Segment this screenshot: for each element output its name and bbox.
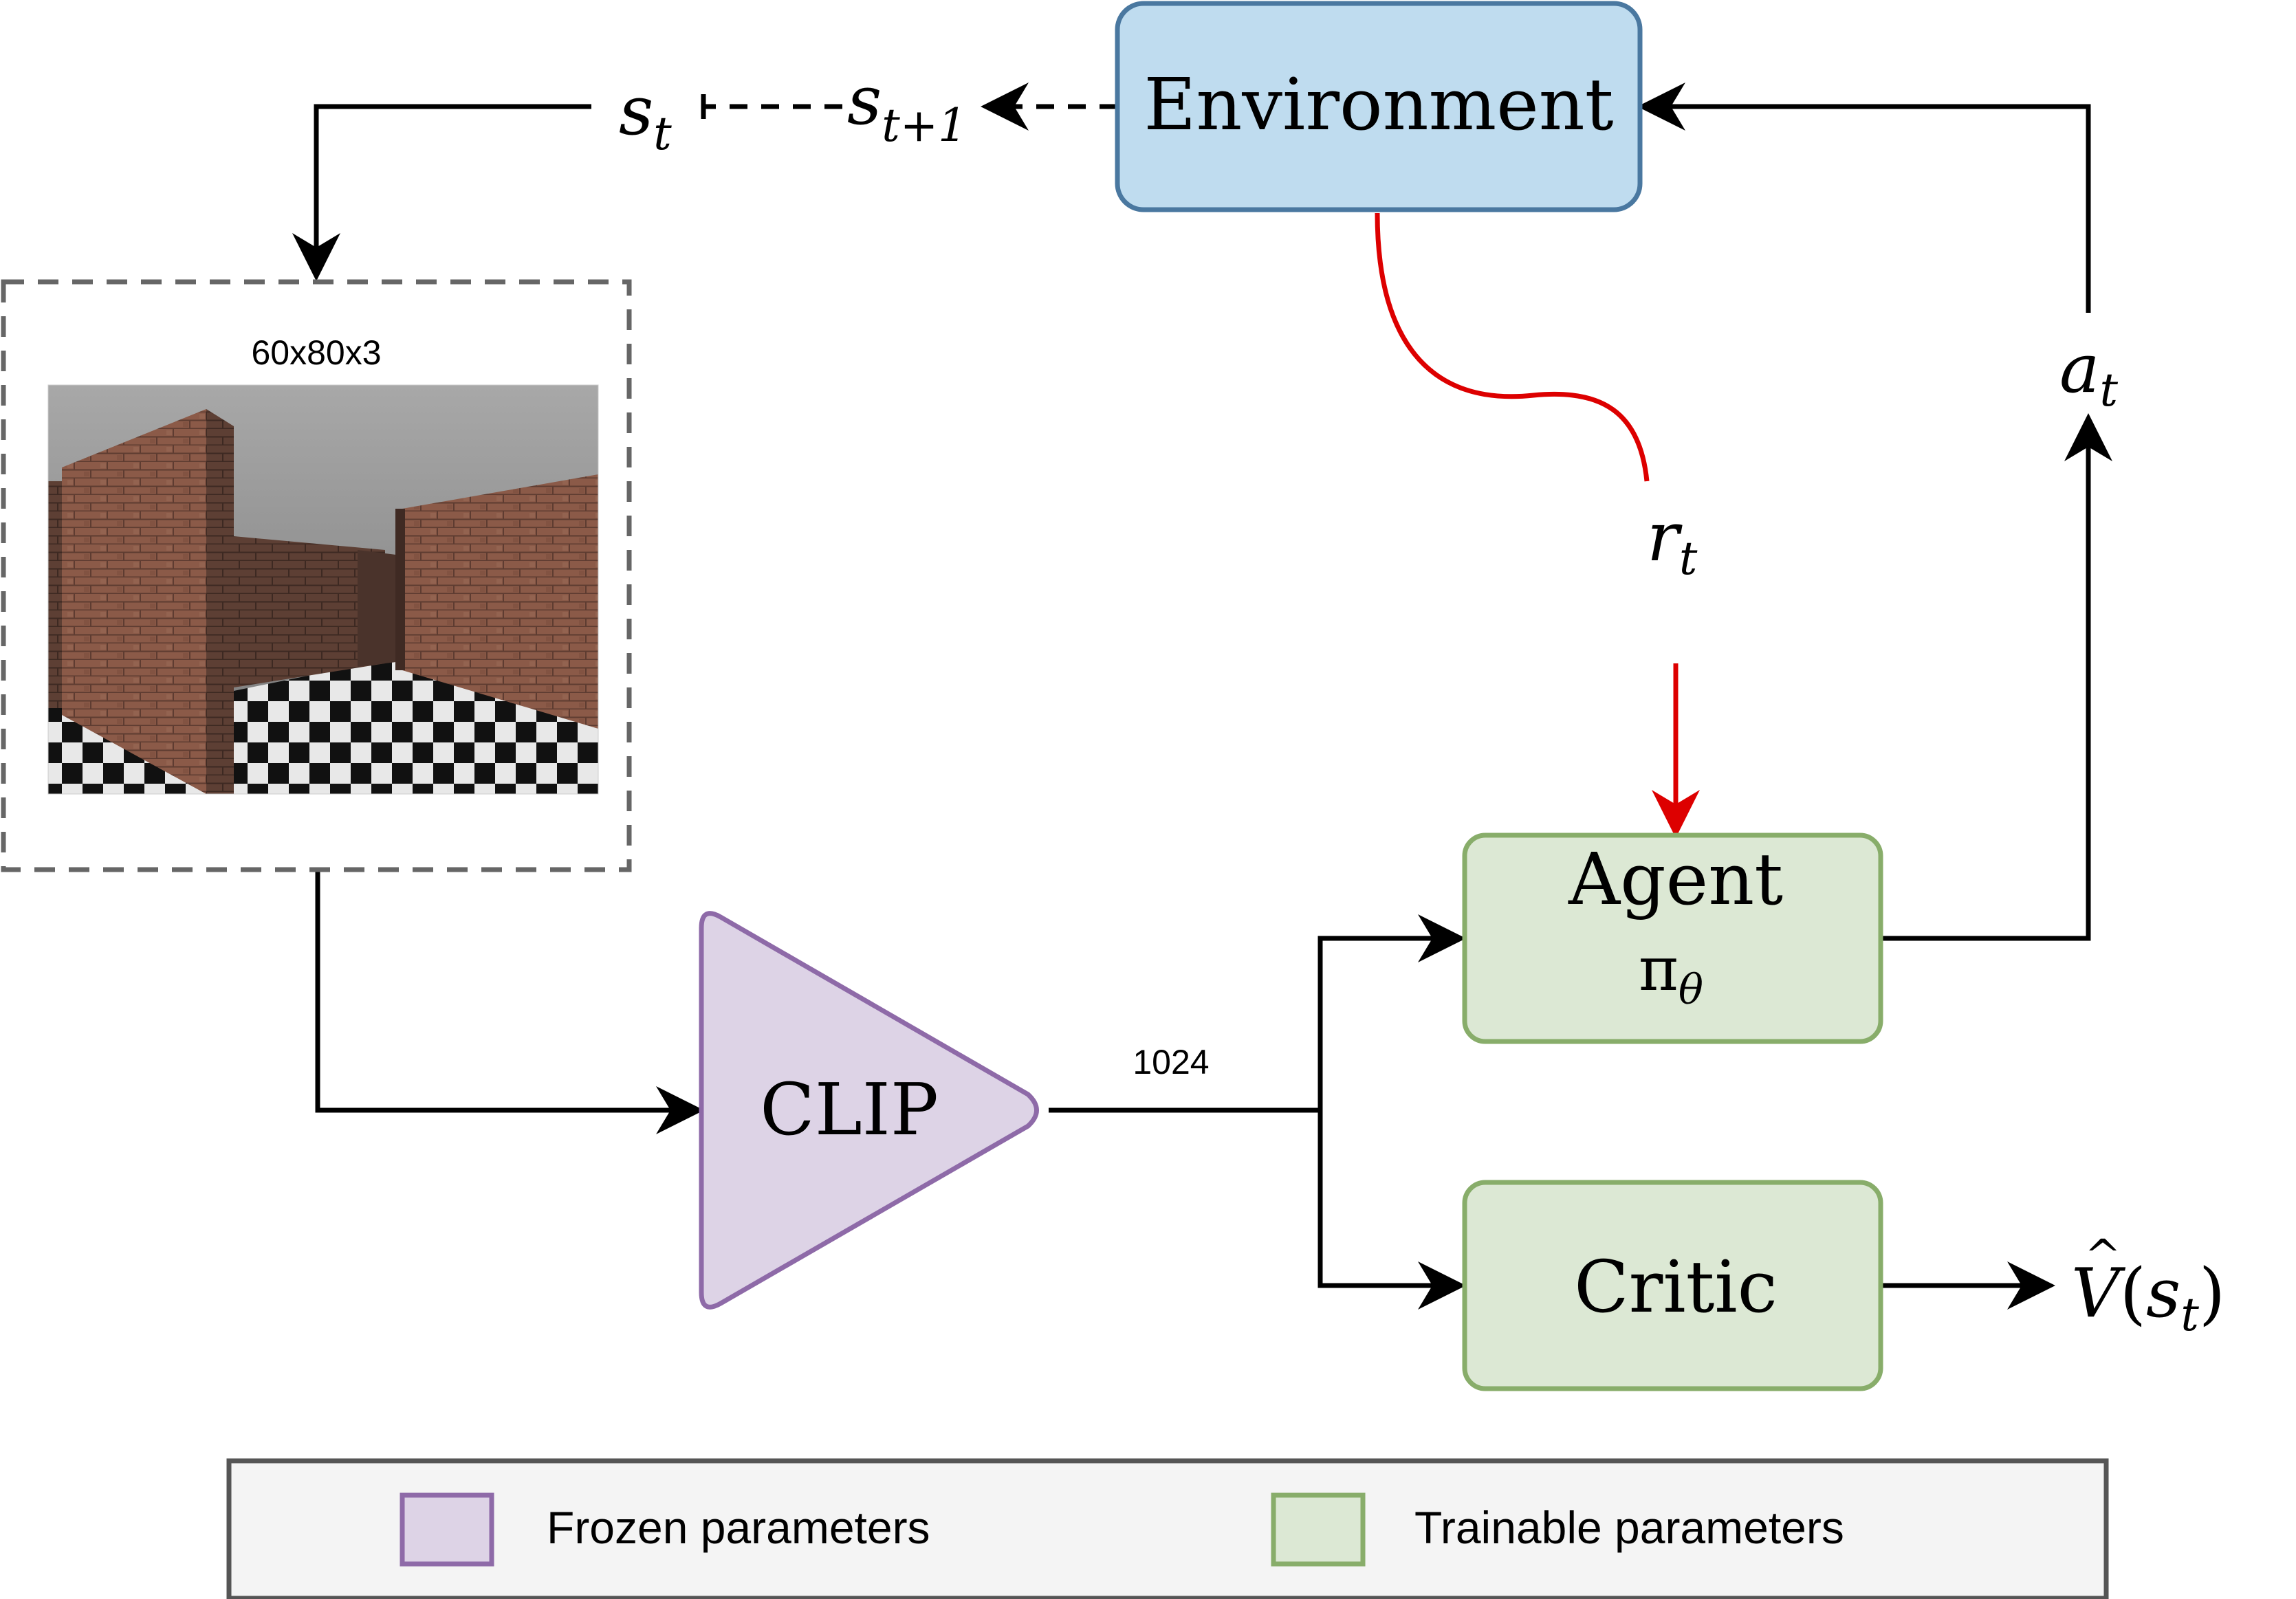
svg-text:st+1: st+1 <box>847 62 967 152</box>
clip-node: CLIP <box>699 911 1039 1310</box>
agent-policy-label: πθ <box>1639 934 1703 1014</box>
state-current-label: st <box>619 72 672 160</box>
reward-label: rt <box>1647 498 1698 585</box>
svg-text:rt: rt <box>1647 498 1698 585</box>
agent-to-action-line <box>1881 413 2112 941</box>
split-to-critic-arrow <box>1318 1110 1466 1310</box>
observation-dashed-border <box>1 279 632 872</box>
svg-text:at: at <box>2059 330 2118 417</box>
agent-node: Agent πθ <box>1462 832 1883 1044</box>
legend: Frozen parameters Trainable parameters <box>226 1458 2109 1599</box>
embedding-dim-label: 1024 <box>1133 1043 1209 1081</box>
split-to-agent-arrow <box>1318 914 1466 1110</box>
maze-frame-image <box>47 384 599 795</box>
frozen-legend-label: Frozen parameters <box>547 1502 930 1553</box>
hat-accent: ^ <box>2084 1231 2121 1281</box>
agent-box <box>1462 832 1883 1044</box>
reward-curve <box>1375 212 1650 482</box>
state-to-observation-arrow <box>292 104 591 281</box>
action-to-environment-arrow <box>1637 82 2091 313</box>
critic-label: Critic <box>1574 1245 1778 1329</box>
environment-label: Environment <box>1144 63 1613 146</box>
observation-frame: 60x80x3 <box>1 279 632 872</box>
legend-box <box>226 1458 2109 1599</box>
state-next-label: st+1 <box>847 62 967 152</box>
action-label: at <box>2059 330 2118 417</box>
svg-text:V(st): V(st) <box>2071 1255 2225 1341</box>
observation-to-clip-arrow <box>315 870 704 1134</box>
trainable-legend-label: Trainable parameters <box>1414 1502 1844 1553</box>
clip-label: CLIP <box>760 1068 939 1151</box>
critic-box <box>1462 1180 1883 1391</box>
environment-box <box>1115 1 1643 212</box>
trainable-swatch <box>1271 1492 1366 1567</box>
value-output-label: V(st) ^ <box>2071 1231 2225 1341</box>
environment-node: Environment <box>1115 1 1643 212</box>
clip-triangle <box>699 911 1039 1310</box>
observation-size-label: 60x80x3 <box>251 333 381 372</box>
frozen-swatch <box>400 1492 494 1567</box>
critic-node: Critic <box>1462 1180 1883 1391</box>
agent-label: Agent <box>1568 837 1783 921</box>
svg-text:st: st <box>619 72 672 160</box>
